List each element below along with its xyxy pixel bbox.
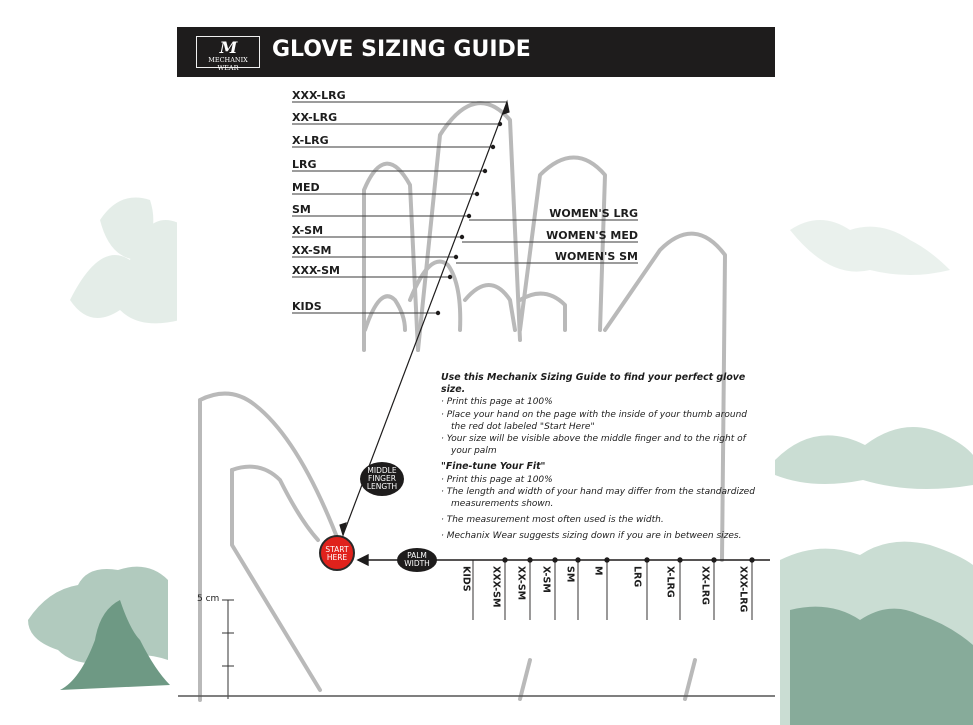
width-label: X-SM — [540, 566, 552, 593]
start-here-dot: START HERE — [319, 535, 355, 571]
width-label: XX-LRG — [699, 566, 711, 605]
middle-finger-length-marker: MIDDLE FINGER LENGTH — [360, 462, 404, 496]
instructions-heading: Use this Mechanix Sizing Guide to find y… — [441, 372, 746, 396]
ruler-label: 5 cm — [197, 594, 220, 604]
fine-tune-heading: "Fine-tune Your Fit" — [441, 461, 546, 473]
fine-tune-step: · Mechanix Wear suggests sizing down if … — [441, 531, 742, 542]
width-label: XX-SM — [515, 566, 527, 601]
fine-tune-step: · The length and width of your hand may … — [441, 486, 755, 510]
size-label-xxx-sm: XXX-SM — [292, 264, 340, 277]
start-line-1: START — [325, 545, 349, 554]
width-col-xxx-sm: XXX-SM — [490, 566, 502, 626]
mechanix-logo: M MECHANIX WEAR — [196, 36, 260, 72]
width-col-sm: SM — [564, 566, 576, 626]
fine-tune-step: · The measurement most often used is the… — [441, 515, 664, 526]
palm-marker-line-2: WIDTH — [404, 559, 430, 568]
marker-line-2: FINGER — [368, 474, 396, 483]
width-col-lrg: LRG — [631, 566, 643, 626]
width-col-m: M — [592, 566, 604, 626]
width-col-xx-sm: XX-SM — [515, 566, 527, 626]
women-size-med: WOMEN'S MED — [546, 229, 638, 242]
size-label-lrg: LRG — [292, 158, 317, 171]
width-col-xxx-lrg: XXX-LRG — [737, 566, 749, 626]
width-label: LRG — [631, 566, 643, 588]
instruction-step: · Print this page at 100% — [441, 397, 553, 408]
start-line-2: HERE — [326, 553, 348, 562]
size-label-x-sm: X-SM — [292, 224, 324, 237]
width-label: KIDS — [460, 566, 472, 592]
size-label-xxx-lrg: XXX-LRG — [292, 89, 346, 102]
women-size-lrg: WOMEN'S LRG — [549, 207, 638, 220]
size-label-xx-lrg: XX-LRG — [292, 111, 338, 124]
width-label: XXX-SM — [490, 566, 502, 608]
size-label-med: MED — [292, 181, 320, 194]
instruction-step: · Place your hand on the page with the i… — [441, 409, 747, 432]
page-title: GLOVE SIZING GUIDE — [272, 37, 531, 62]
width-col-x-sm: X-SM — [540, 566, 552, 626]
size-label-sm: SM — [292, 203, 311, 216]
sizing-guide-sheet — [177, 27, 775, 699]
size-label-xx-sm: XX-SM — [292, 244, 332, 257]
instruction-step: · Your size will be visible above the mi… — [441, 434, 746, 457]
logo-text: MECHANIX WEAR — [208, 56, 248, 72]
size-label-kids: KIDS — [292, 300, 322, 313]
width-label: X-LRG — [664, 566, 676, 598]
instructions-block: Use this Mechanix Sizing Guide to find y… — [441, 372, 761, 543]
width-label: SM — [564, 566, 576, 583]
marker-line-1: MIDDLE — [367, 466, 397, 475]
palm-width-marker: PALM WIDTH — [397, 548, 437, 572]
size-label-x-lrg: X-LRG — [292, 134, 329, 147]
fine-tune-step: · Print this page at 100% — [441, 474, 553, 485]
width-col-x-lrg: X-LRG — [664, 566, 676, 626]
women-size-sm: WOMEN'S SM — [554, 250, 638, 263]
width-col-kids: KIDS — [460, 566, 472, 626]
marker-line-3: LENGTH — [366, 482, 398, 491]
width-col-xx-lrg: XX-LRG — [699, 566, 711, 626]
palm-marker-line-1: PALM — [407, 551, 427, 560]
logo-mark: M — [219, 38, 238, 57]
header-bar — [177, 27, 775, 77]
width-label: XXX-LRG — [737, 566, 749, 613]
width-label: M — [592, 566, 604, 576]
